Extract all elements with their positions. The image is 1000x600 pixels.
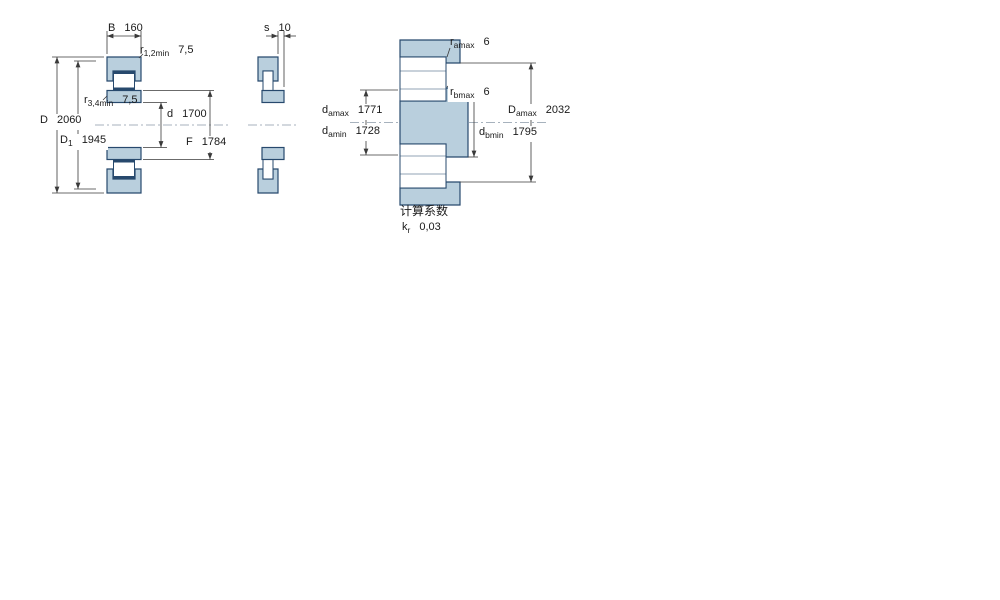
right-view: [350, 39, 548, 206]
dim-da: [360, 89, 398, 156]
middle-view: [248, 31, 298, 194]
dim-B: [106, 31, 142, 54]
left-view: [52, 31, 230, 194]
leader-ramax: [446, 47, 451, 58]
leader-r12: [138, 53, 144, 59]
leader-r34: [102, 95, 108, 101]
roller-bottom: [262, 159, 274, 180]
calculation-factors-heading: 计算系数: [400, 204, 449, 218]
roller-top: [262, 70, 274, 91]
dim-Da: [460, 62, 536, 183]
dim-d: [143, 102, 167, 148]
cage-top-b: [113, 87, 135, 91]
inner-ring-top: [261, 89, 285, 104]
cage-top-a: [113, 71, 135, 74]
inner-ring-bottom: [106, 146, 142, 161]
inner-ring-bottom: [261, 146, 285, 161]
bearing-outline-bottom: [399, 143, 447, 189]
dim-s: [266, 31, 296, 87]
bearing-outline-top: [399, 56, 447, 102]
cage-bottom-a: [113, 159, 135, 163]
cage-bottom-b: [113, 176, 135, 179]
